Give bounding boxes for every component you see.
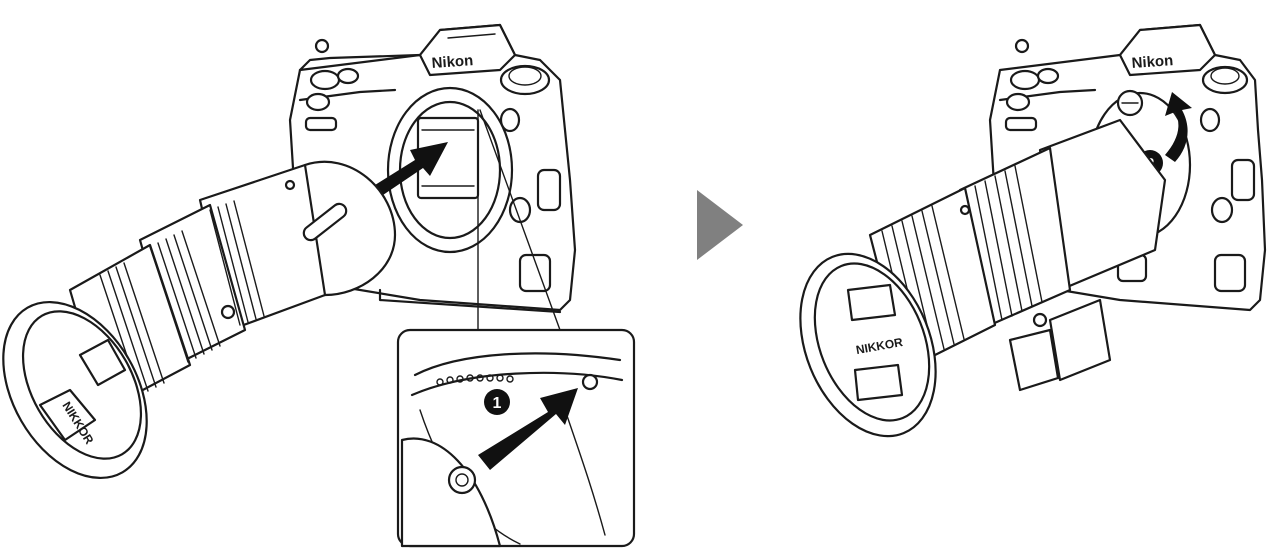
brand-logo-right: Nikon: [1131, 52, 1174, 72]
rotate-arrow-icon: [1165, 92, 1192, 162]
step-1-badge: [484, 389, 510, 415]
brand-logo-left: Nikon: [431, 52, 474, 72]
insert-arrow-icon: [375, 142, 448, 195]
telephoto-lens-right: [799, 118, 1167, 438]
telephoto-lens-left: [2, 160, 397, 480]
callout-leader-lines: [477, 109, 561, 331]
next-step-icon: [697, 190, 743, 260]
step-1-number: 1: [493, 395, 502, 412]
alignment-arrow-icon: [478, 388, 578, 470]
